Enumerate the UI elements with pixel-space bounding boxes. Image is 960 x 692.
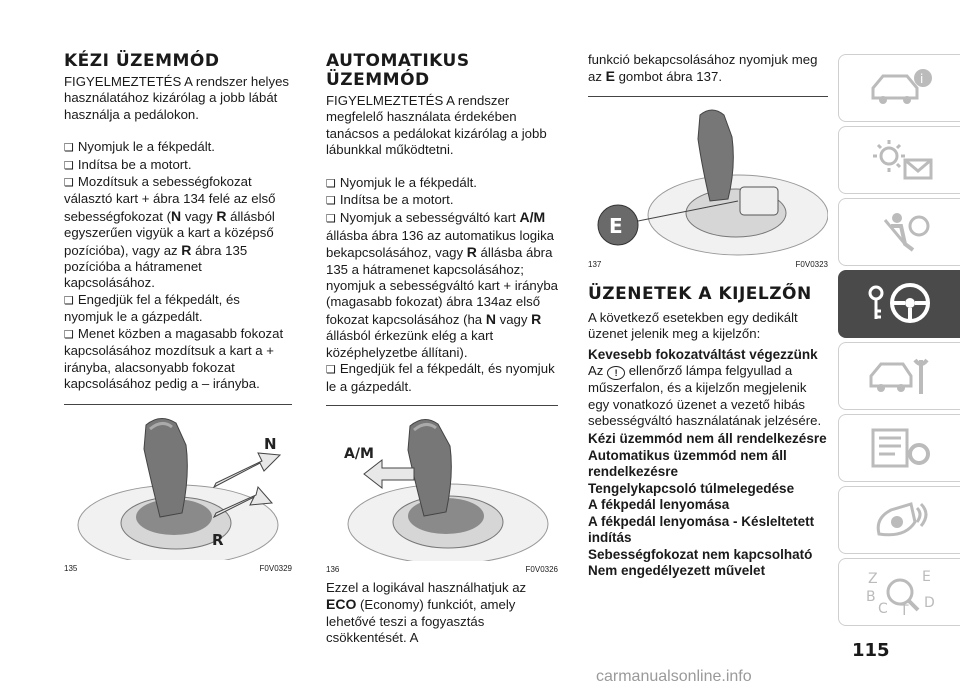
watermark-footer: carmanualsonline.info xyxy=(596,668,752,685)
service-icon xyxy=(871,428,930,468)
gear-label-n: N xyxy=(264,435,277,453)
message-heading: Nem engedélyezett művelet xyxy=(588,563,766,579)
warning-lamp-paragraph: Az ! ellenőrző lámpa felgyullad a műszer… xyxy=(588,363,822,428)
safety-icon xyxy=(883,213,929,252)
figure-137: E 137 F0V0323 xyxy=(588,95,829,271)
page-number: 115 xyxy=(852,640,890,661)
index-letter: D xyxy=(924,595,935,611)
message-heading: A fékpedál lenyomása xyxy=(588,497,730,513)
messages-intro: A következő esetekben egy dedikált üzene… xyxy=(588,309,798,342)
index-letter: Z xyxy=(868,571,878,587)
gear-label-am: A/M xyxy=(344,446,374,462)
index-letter: E xyxy=(922,569,931,585)
index-letter: T xyxy=(899,603,909,617)
index-icon: Z E B C T D xyxy=(866,569,935,617)
multimedia-icon xyxy=(876,502,927,537)
tab-multimedia[interactable] xyxy=(838,486,960,554)
message-heading: Kézi üzemmód nem áll rendelkezésre xyxy=(588,431,827,447)
figure-caption: 135 F0V0329 xyxy=(64,564,292,573)
figure-number: 136 xyxy=(326,564,340,574)
bullet-item: Indítsa be a motort. xyxy=(64,157,292,174)
tab-warning-lights[interactable] xyxy=(838,126,960,194)
index-letter: B xyxy=(866,589,876,605)
gear-lever-illustration: N R xyxy=(77,418,282,566)
bullet-item: Indítsa be a motort. xyxy=(326,192,558,209)
message-heading: Kevesebb fokozatváltást végezzünk xyxy=(588,346,818,362)
figure-caption: 137 F0V0323 xyxy=(588,260,828,269)
chapter-sidebar: i xyxy=(838,54,960,630)
section-title-manual: KÉZI ÜZEMMÓD xyxy=(64,51,220,71)
figure-number: 137 xyxy=(588,259,602,269)
index-letter: C xyxy=(878,601,888,617)
message-heading: Sebességfokozat nem kapcsolható xyxy=(588,546,813,562)
section-title-messages: ÜZENETEK A KIJELZŐN xyxy=(588,283,812,304)
column-3: funkció bekapcsolásához nyomjuk meg az E… xyxy=(588,0,829,580)
figure-135: N R 135 F0V0329 xyxy=(64,404,292,576)
tab-starting-driving[interactable] xyxy=(838,270,960,338)
eco-paragraph-cont: funkció bekapcsolásához nyomjuk meg az E… xyxy=(588,52,818,85)
bullet-item: Engedjük fel a fékpedált, és nyomjuk le … xyxy=(326,361,558,395)
message-heading: Tengelykapcsoló túlmelegedése xyxy=(588,480,795,496)
eco-button-illustration: E xyxy=(597,109,829,256)
warning-lights-icon xyxy=(872,140,932,180)
figure-code: F0V0323 xyxy=(795,259,828,269)
figure-caption: 136 F0V0326 xyxy=(326,565,558,574)
message-heading: A fékpedál lenyomása - Késleltetett indí… xyxy=(588,513,815,546)
gear-lever-am-illustration: A/M xyxy=(344,418,549,565)
bullet-item: Engedjük fel a fékpedált, és nyomjuk le … xyxy=(64,292,292,326)
warning-paragraph: FIGYELMEZTETÉS A rendszer megfelelő hasz… xyxy=(326,93,547,158)
section-title-automatic: AUTOMATIKUS ÜZEMMÓD xyxy=(326,51,470,90)
bullet-item: Menet közben a magasabb fokozat kapcsolá… xyxy=(64,326,292,393)
figure-code: F0V0326 xyxy=(525,564,558,574)
svg-text:i: i xyxy=(920,72,923,86)
warning-paragraph: FIGYELMEZTETÉS A rendszer helyes használ… xyxy=(64,74,289,122)
eco-paragraph: Ezzel a logikával használhatjuk az ECO (… xyxy=(326,579,527,646)
column-1: KÉZI ÜZEMMÓD FIGYELMEZTETÉS A rendszer h… xyxy=(64,0,292,576)
gearbox-warning-icon: ! xyxy=(607,366,626,381)
bullet-item: Nyomjuk le a fékpedált. xyxy=(64,139,292,156)
gear-label-r: R xyxy=(212,531,224,549)
column-2: AUTOMATIKUS ÜZEMMÓD FIGYELMEZTETÉS A ren… xyxy=(326,0,558,647)
tab-index[interactable]: Z E B C T D xyxy=(838,558,960,626)
tab-safety[interactable] xyxy=(838,198,960,266)
steering-wheel-icon xyxy=(868,283,930,323)
figure-code: F0V0329 xyxy=(259,564,292,574)
figure-number: 135 xyxy=(64,564,78,574)
bullet-item: Nyomjuk le a fékpedált. xyxy=(326,175,558,192)
message-heading: Automatikus üzemmód nem áll rendelkezésr… xyxy=(588,447,787,480)
figure-136: A/M 136 F0V0326 xyxy=(326,404,558,576)
tab-emergency[interactable] xyxy=(838,342,960,410)
bullet-item: Nyomjuk a sebességváltó kart A/M állásba… xyxy=(326,209,558,361)
bullet-item: Mozdítsuk a sebességfokozat választó kar… xyxy=(64,174,292,292)
tab-service[interactable] xyxy=(838,414,960,482)
car-tools-icon xyxy=(869,358,929,394)
tab-car-info[interactable]: i xyxy=(838,54,960,122)
car-info-icon: i xyxy=(871,69,932,104)
eco-button-label: E xyxy=(609,214,623,238)
